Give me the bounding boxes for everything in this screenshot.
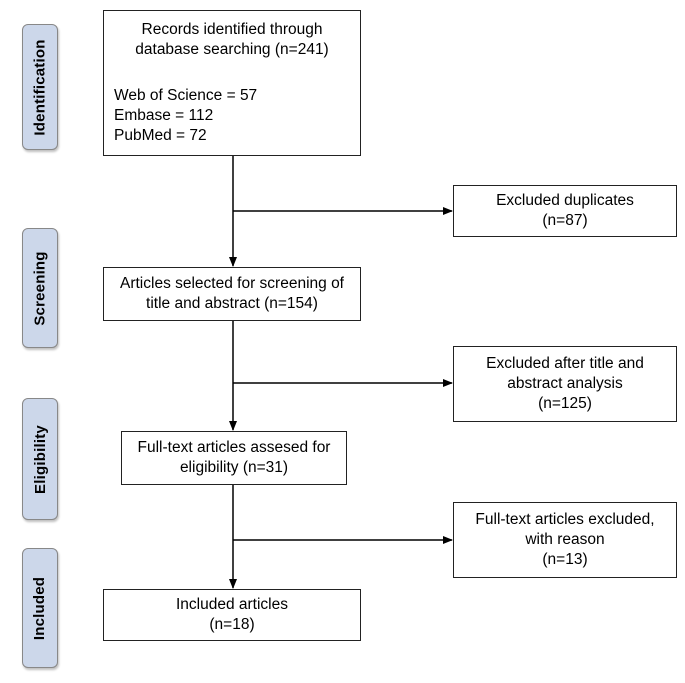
fulltext-excluded-line-2: with reason — [525, 531, 605, 548]
stage-label-screening: Screening — [22, 228, 58, 348]
records-title-line-2: database searching (n=241) — [135, 41, 329, 58]
included-line-1: Included articles — [175, 596, 288, 613]
excluded-duplicates-line-2: (n=87) — [542, 212, 588, 229]
stage-label-identification: Identification — [22, 24, 58, 150]
records-identified-box: Records identified through database sear… — [103, 10, 361, 156]
excluded-title-abstract-line-1: Excluded after title and — [486, 355, 644, 372]
stage-label-screening-text: Screening — [31, 250, 49, 326]
excluded-title-abstract-box: Excluded after title and abstract analys… — [453, 346, 677, 422]
stage-label-included: Included — [22, 548, 58, 668]
included-articles-box: Included articles (n=18) — [103, 589, 361, 641]
excluded-duplicates-line-1: Excluded duplicates — [496, 192, 634, 209]
records-source-embase: Embase = 112 — [114, 107, 214, 124]
excluded-duplicates-box: Excluded duplicates (n=87) — [453, 185, 677, 237]
fulltext-excluded-line-1: Full-text articles excluded, — [475, 511, 655, 528]
fulltext-excluded-line-3: (n=13) — [542, 551, 588, 568]
included-line-2: (n=18) — [209, 616, 255, 633]
stage-label-identification-text: Identification — [31, 38, 49, 136]
screening-line-1: Articles selected for screening of — [120, 275, 344, 292]
stage-label-eligibility: Eligibility — [22, 398, 58, 520]
records-title-line-1: Records identified through — [141, 21, 323, 38]
stage-label-included-text: Included — [31, 576, 49, 640]
stage-label-eligibility-text: Eligibility — [31, 424, 49, 494]
fulltext-line-2: eligibility (n=31) — [179, 459, 289, 476]
screening-box: Articles selected for screening of title… — [103, 267, 361, 321]
screening-line-2: title and abstract (n=154) — [146, 295, 318, 312]
records-source-wos: Web of Science = 57 — [114, 87, 258, 104]
excluded-title-abstract-line-3: (n=125) — [538, 395, 592, 412]
records-source-pubmed: PubMed = 72 — [114, 127, 207, 144]
fulltext-line-1: Full-text articles assesed for — [137, 439, 331, 456]
excluded-title-abstract-line-2: abstract analysis — [507, 375, 623, 392]
fulltext-excluded-box: Full-text articles excluded, with reason… — [453, 502, 677, 578]
fulltext-eligibility-box: Full-text articles assesed for eligibili… — [121, 431, 347, 485]
